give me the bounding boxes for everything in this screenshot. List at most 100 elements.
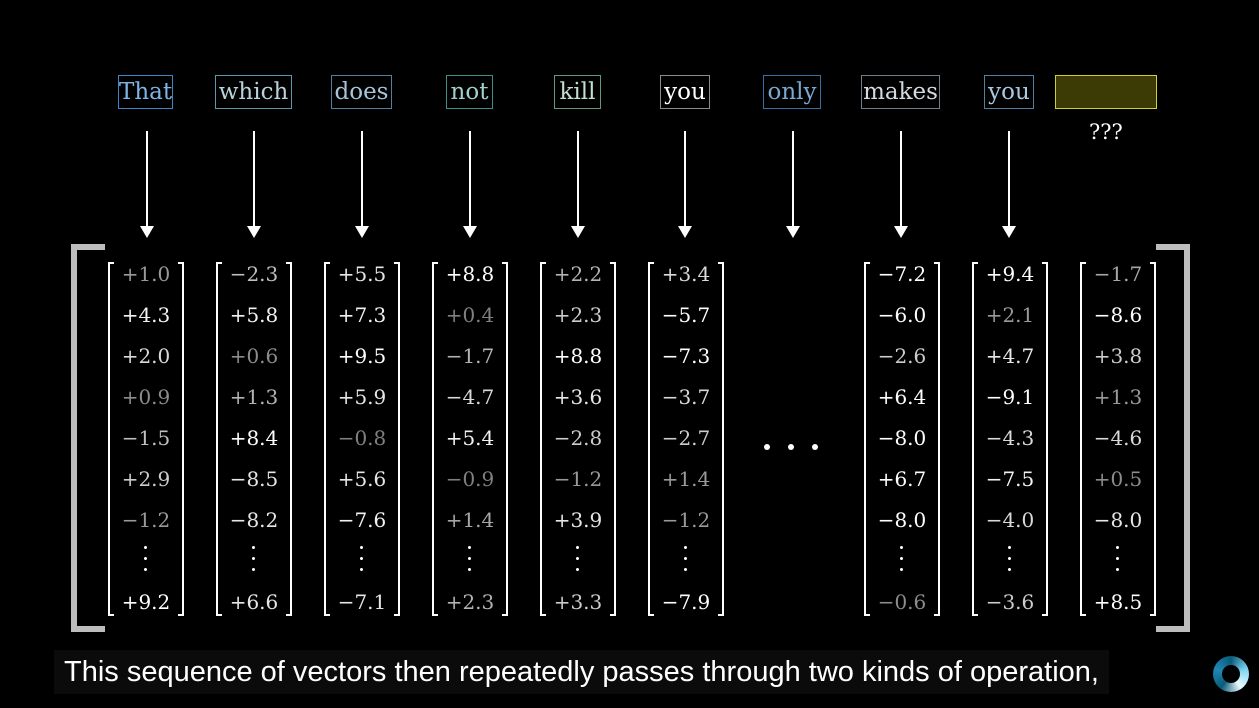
vector-bracket-left (216, 262, 222, 616)
token-6: only (763, 75, 821, 109)
vector-entry: −0.6 (877, 590, 927, 614)
unknown-token-box (1055, 75, 1157, 109)
vector-entry: +1.4 (661, 467, 711, 491)
vector-bracket-left (864, 262, 870, 616)
embedding-vector-2: +5.5+7.3+9.5+5.9−0.8+5.6−7.6−7.1 (324, 262, 400, 616)
vector-entry: −8.0 (877, 508, 927, 532)
vector-bracket-left (432, 262, 438, 616)
vector-entry: +3.4 (661, 262, 711, 286)
vector-entry: −3.7 (661, 385, 711, 409)
vector-entry: +3.9 (553, 508, 603, 532)
vector-entry: +7.3 (337, 303, 387, 327)
vector-entry: +6.4 (877, 385, 927, 409)
vector-entry: +2.1 (985, 303, 1035, 327)
vector-entry: +8.4 (229, 426, 279, 450)
vector-entry: +4.3 (121, 303, 171, 327)
down-arrow-icon (463, 131, 477, 238)
vector-bracket-right (718, 262, 724, 616)
vector-entry: −4.0 (985, 508, 1035, 532)
vector-bracket-right (286, 262, 292, 616)
vector-bracket-right (610, 262, 616, 616)
vector-entry: −8.2 (229, 508, 279, 532)
vector-bracket-left (540, 262, 546, 616)
vector-entry: −8.6 (1093, 303, 1143, 327)
vector-bracket-left (648, 262, 654, 616)
vector-entry: +9.2 (121, 590, 171, 614)
vector-entry: −7.2 (877, 262, 927, 286)
vector-entry: +1.3 (1093, 385, 1143, 409)
vector-entry: −5.7 (661, 303, 711, 327)
vector-entry: −4.7 (445, 385, 495, 409)
vector-bracket-right (1042, 262, 1048, 616)
embedding-vector-5: +3.4−5.7−7.3−3.7−2.7+1.4−1.2−7.9 (648, 262, 724, 616)
down-arrow-icon (678, 131, 692, 238)
vector-bracket-right (934, 262, 940, 616)
vector-entry: −2.3 (229, 262, 279, 286)
down-arrow-icon (571, 131, 585, 238)
vector-entry: −2.8 (553, 426, 603, 450)
vector-entry: +2.0 (121, 344, 171, 368)
vector-entry: −2.7 (661, 426, 711, 450)
subtitle-caption: This sequence of vectors then repeatedly… (54, 650, 1109, 694)
token-5: you (660, 75, 710, 109)
vector-entry: −1.7 (1093, 262, 1143, 286)
vector-entry: −7.3 (661, 344, 711, 368)
vector-entry: −7.5 (985, 467, 1035, 491)
vector-bracket-left (324, 262, 330, 616)
loading-spinner-icon (1213, 656, 1249, 692)
vector-entry: +2.2 (553, 262, 603, 286)
vector-entry: −7.6 (337, 508, 387, 532)
vector-bracket-right (502, 262, 508, 616)
vector-entry: +9.5 (337, 344, 387, 368)
embedding-vector-7: +9.4+2.1+4.7−9.1−4.3−7.5−4.0−3.6 (972, 262, 1048, 616)
vector-entry: +6.7 (877, 467, 927, 491)
vector-entry: −2.6 (877, 344, 927, 368)
vector-entry: −9.1 (985, 385, 1035, 409)
embedding-vector-8: −1.7−8.6+3.8+1.3−4.6+0.5−8.0+8.5 (1080, 262, 1156, 616)
vector-entry: +0.9 (121, 385, 171, 409)
ellipsis-vertical (1116, 546, 1120, 579)
vector-entry: +3.3 (553, 590, 603, 614)
ellipsis-vertical (1008, 546, 1012, 579)
vector-entry: −8.0 (877, 426, 927, 450)
vector-entry: −7.9 (661, 590, 711, 614)
down-arrow-icon (355, 131, 369, 238)
outer-bracket-right (1156, 244, 1190, 632)
vector-bracket-left (108, 262, 114, 616)
unknown-token-label: ??? (1089, 120, 1123, 144)
down-arrow-icon (894, 131, 908, 238)
vector-entry: +9.4 (985, 262, 1035, 286)
ellipsis-vertical (900, 546, 904, 579)
embedding-vector-3: +8.8+0.4−1.7−4.7+5.4−0.9+1.4+2.3 (432, 262, 508, 616)
vector-entry: −3.6 (985, 590, 1035, 614)
token-0: That (118, 75, 173, 109)
vector-entry: +1.4 (445, 508, 495, 532)
vector-entry: −8.0 (1093, 508, 1143, 532)
token-3: not (446, 75, 493, 109)
token-2: does (331, 75, 392, 109)
vector-entry: +5.9 (337, 385, 387, 409)
vector-entry: −4.6 (1093, 426, 1143, 450)
down-arrow-icon (786, 131, 800, 238)
vector-entry: −1.7 (445, 344, 495, 368)
ellipsis-vertical (684, 546, 688, 579)
vector-entry: +0.4 (445, 303, 495, 327)
outer-bracket-left (71, 244, 105, 632)
vector-bracket-right (394, 262, 400, 616)
vector-entry: +3.8 (1093, 344, 1143, 368)
token-1: which (215, 75, 292, 109)
vector-entry: +2.9 (121, 467, 171, 491)
vector-bracket-left (1080, 262, 1086, 616)
vector-entry: +8.8 (445, 262, 495, 286)
vector-entry: +2.3 (445, 590, 495, 614)
vector-entry: −6.0 (877, 303, 927, 327)
down-arrow-icon (140, 131, 154, 238)
embedding-vector-6: −7.2 −6.0 −2.6 +6.4 −8.0 +6.7 −8.0 −0.6 (864, 262, 940, 616)
vector-entry: +5.6 (337, 467, 387, 491)
vector-entry: −1.2 (553, 467, 603, 491)
vector-entry: −0.8 (337, 426, 387, 450)
ellipsis-vertical (252, 546, 256, 579)
vector-bracket-right (1150, 262, 1156, 616)
vector-entry: −7.1 (337, 590, 387, 614)
